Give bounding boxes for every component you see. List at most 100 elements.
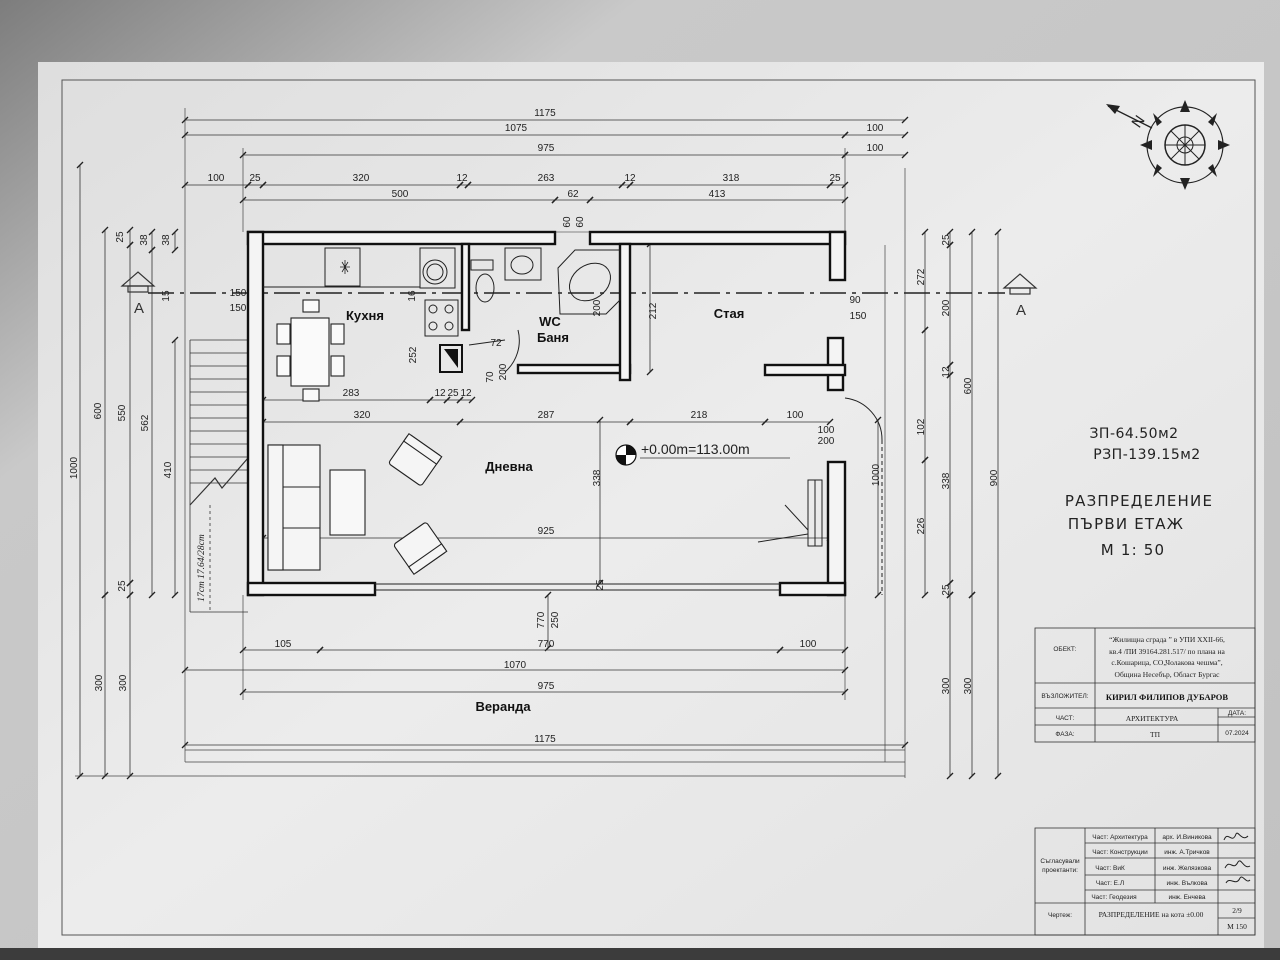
dim-label: 100 bbox=[800, 639, 817, 650]
dim-label: 410 bbox=[163, 461, 174, 478]
object-line: “Жилищна сграда ” в УПИ XXII-66, bbox=[1109, 635, 1225, 644]
level-mark: +0.00m=113.00m bbox=[615, 441, 790, 466]
dim-label: 300 bbox=[94, 674, 105, 691]
dim-label: 62 bbox=[567, 189, 579, 200]
dim-label: 600 bbox=[93, 402, 104, 419]
dim-label: 975 bbox=[538, 681, 555, 692]
approval-engineer: инж. Енчева bbox=[1168, 894, 1205, 901]
drawing-scale: М 150 bbox=[1227, 922, 1247, 931]
dim-label: 218 bbox=[691, 410, 708, 421]
bathroom-fixtures bbox=[470, 247, 621, 315]
approval-part: Част: Геодезия bbox=[1091, 894, 1137, 901]
approval-part: Част: Конструкции bbox=[1092, 849, 1148, 856]
dim-label: 200 bbox=[498, 363, 509, 380]
dimension-labels-right: 25 272 200 12 600 102 338 900 226 25 300… bbox=[916, 234, 1000, 694]
dim-label: 263 bbox=[538, 173, 555, 184]
dim-label: 150 bbox=[230, 288, 247, 299]
armchair-bottom bbox=[393, 522, 448, 575]
client-label: ВЪЗЛОЖИТЕЛ: bbox=[1041, 693, 1088, 700]
dim-label: 70 bbox=[485, 371, 496, 383]
chimney-shaft bbox=[439, 344, 463, 373]
built-area: ЗП-64.50м2 bbox=[1089, 426, 1178, 442]
phase-value: ТП bbox=[1150, 730, 1161, 739]
room-label-room: Стая bbox=[714, 306, 745, 321]
approvals-label: проектанти: bbox=[1042, 867, 1078, 874]
approvals-block bbox=[1034, 827, 1256, 936]
dim-label: 25 bbox=[941, 584, 952, 596]
approval-engineer: инж. Вълкова bbox=[1167, 880, 1208, 887]
dim-label: 925 bbox=[538, 526, 555, 537]
dim-label: 38 bbox=[161, 234, 172, 246]
dim-label: 72 bbox=[490, 338, 502, 349]
approval-part: Част: Е.Л bbox=[1096, 880, 1124, 887]
dim-label: 15 bbox=[161, 290, 172, 302]
sheet-scale: М 1: 50 bbox=[1101, 541, 1166, 559]
room-labels: Кухня WC Баня Стая Дневна Веранда bbox=[346, 306, 744, 714]
section-marker-label-left: A bbox=[134, 300, 144, 317]
dim-label: 250 bbox=[550, 611, 561, 628]
section-marker-right bbox=[1002, 273, 1038, 295]
room-label-wc: WC bbox=[539, 314, 561, 329]
dim-label: 12 bbox=[456, 173, 468, 184]
object-label: ОБЕКТ: bbox=[1053, 646, 1076, 653]
room-label-kitchen: Кухня bbox=[346, 308, 384, 323]
dim-label: 272 bbox=[916, 268, 927, 285]
dim-label: 413 bbox=[709, 189, 726, 200]
dim-label: 500 bbox=[392, 189, 409, 200]
dim-label: 562 bbox=[140, 414, 151, 431]
glazing bbox=[375, 583, 780, 591]
section-marker-label-right: A bbox=[1016, 302, 1026, 319]
dim-label: 90 bbox=[849, 295, 861, 306]
dim-label: 12 bbox=[624, 173, 636, 184]
level-mark-label: +0.00m=113.00m bbox=[641, 441, 750, 457]
dim-label: 1000 bbox=[871, 463, 882, 486]
title-block-text: ОБЕКТ: “Жилищна сграда ” в УПИ XXII-66, … bbox=[1041, 635, 1249, 739]
dim-label: 100 bbox=[867, 143, 884, 154]
dim-label: 1000 bbox=[69, 456, 80, 479]
dim-label: 200 bbox=[592, 299, 603, 316]
title-block bbox=[1034, 627, 1256, 743]
dim-label: 212 bbox=[648, 302, 659, 319]
armchair-top bbox=[388, 433, 443, 486]
dimension-labels-interior: 16 212 90 150 200 72 70 200 252 283 12 2… bbox=[343, 290, 882, 628]
coffee-table bbox=[329, 469, 366, 536]
kitchen-furniture bbox=[263, 247, 459, 337]
part-label: ЧАСТ: bbox=[1056, 715, 1075, 722]
dimension-labels-left: 25 38 38 15 150 150 1000 600 550 562 410… bbox=[69, 231, 247, 691]
approvals-label: Съгласували bbox=[1040, 858, 1080, 865]
date-label: ДАТА: bbox=[1228, 710, 1246, 717]
dim-label: 770 bbox=[536, 611, 547, 628]
sheet-info: ЗП-64.50м2 РЗП-139.15м2 РАЗПРЕДЕЛЕНИЕ ПЪ… bbox=[1065, 426, 1212, 559]
dim-label: 975 bbox=[538, 143, 555, 154]
approval-part: Част: Архитектура bbox=[1092, 834, 1148, 841]
approval-part: Част: ВиК bbox=[1095, 865, 1125, 872]
dim-label: 60 bbox=[575, 216, 586, 228]
sheet-title-line2: ПЪРВИ ЕТАЖ bbox=[1068, 515, 1184, 533]
approval-engineer: инж. Желязкова bbox=[1163, 865, 1212, 872]
section-line-a-a: A A bbox=[120, 271, 1038, 319]
object-line: Община Несебър, Област Бургас bbox=[1115, 670, 1221, 679]
dim-label: 200 bbox=[941, 299, 952, 316]
dim-label: 16 bbox=[407, 290, 418, 302]
client-name: КИРИЛ ФИЛИПОВ ДУБАРОВ bbox=[1106, 692, 1229, 702]
object-line: с.Кошарица, СО„Чолакова чешма”, bbox=[1111, 658, 1222, 667]
dimension-lines bbox=[76, 116, 1002, 780]
room-label-living: Дневна bbox=[485, 459, 533, 474]
dim-label: 25 bbox=[249, 173, 261, 184]
dim-label: 105 bbox=[275, 639, 292, 650]
dim-label: 100 bbox=[208, 173, 225, 184]
dim-label: 287 bbox=[538, 410, 555, 421]
dim-label: 550 bbox=[117, 404, 128, 421]
date-value: 07.2024 bbox=[1225, 730, 1249, 737]
dim-label: 100 bbox=[818, 425, 835, 436]
dim-label: 100 bbox=[867, 123, 884, 134]
sheet-number: 2/9 bbox=[1232, 906, 1242, 915]
dim-label: 338 bbox=[592, 469, 603, 486]
signatures bbox=[1223, 832, 1251, 884]
dim-label: 25 bbox=[115, 231, 126, 243]
dim-label: 25 bbox=[829, 173, 841, 184]
part-value: АРХИТЕКТУРА bbox=[1126, 714, 1179, 723]
drawing-name: РАЗПРЕДЕЛЕНИЕ на кота ±0.00 bbox=[1099, 910, 1204, 919]
